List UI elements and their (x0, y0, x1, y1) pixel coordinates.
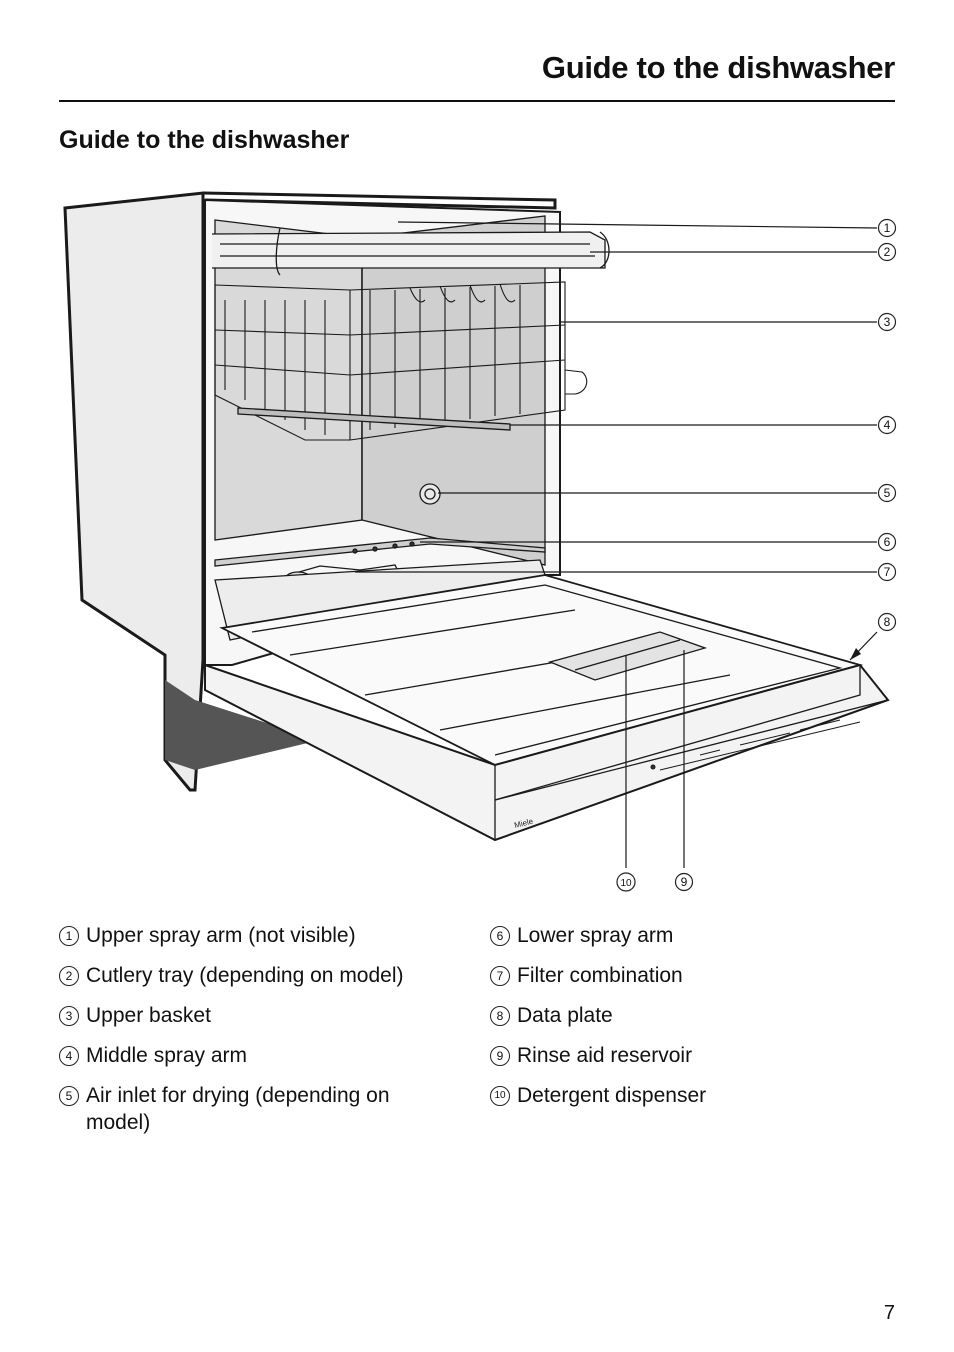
legend-item: 4 Middle spray arm (59, 1042, 459, 1069)
header-divider (59, 100, 895, 102)
callout-7: 7 (877, 562, 897, 582)
legend-number: 9 (490, 1046, 510, 1066)
svg-text:8: 8 (884, 615, 891, 629)
cabinet-base-shadow (165, 680, 320, 770)
callout-6: 6 (877, 532, 897, 552)
legend-text: Rinse aid reservoir (517, 1044, 693, 1067)
svg-text:9: 9 (681, 875, 688, 889)
legend-text: Data plate (517, 1004, 613, 1027)
page-number: 7 (883, 1302, 895, 1324)
legend-text: Filter combination (517, 964, 683, 987)
legend-number: 7 (490, 966, 510, 986)
cabinet-side-panel (63, 191, 205, 792)
legend-text: Upper spray arm (not visible) (86, 924, 356, 947)
legend-number: 1 (59, 926, 79, 946)
callout-leaders (355, 221, 878, 868)
legend-text: Air inlet for drying (depending on model… (86, 1084, 390, 1134)
legend-number: 10 (490, 1086, 510, 1106)
legend-item: 10 Detergent dispenser (490, 1082, 890, 1109)
legend-number: 3 (59, 1006, 79, 1026)
svg-text:7: 7 (884, 565, 891, 579)
legend-text: Lower spray arm (517, 924, 674, 947)
svg-text:4: 4 (884, 418, 891, 432)
legend-number: 2 (59, 966, 79, 986)
legend-item: 2 Cutlery tray (depending on model) (59, 962, 459, 989)
legend-number: 5 (59, 1086, 79, 1106)
legend-item: 7 Filter combination (490, 962, 890, 989)
air-inlet (419, 483, 441, 505)
svg-text:2: 2 (884, 245, 891, 259)
legend-item: 1 Upper spray arm (not visible) (59, 922, 459, 949)
callout-1: 1 (877, 218, 897, 238)
legend-item: 9 Rinse aid reservoir (490, 1042, 890, 1069)
svg-text:6: 6 (884, 535, 891, 549)
callout-9: 9 (674, 872, 694, 892)
legend-text: Middle spray arm (86, 1044, 248, 1067)
legend-left-column: 1 Upper spray arm (not visible) 2 Cutler… (59, 922, 459, 1149)
legend-text: Detergent dispenser (517, 1084, 707, 1107)
upper-basket (214, 281, 588, 441)
legend-item: 6 Lower spray arm (490, 922, 890, 949)
callout-10: 10 (616, 872, 636, 892)
legend-number: 6 (490, 926, 510, 946)
lower-spray-arm (214, 537, 546, 567)
cutlery-tray (211, 231, 606, 269)
svg-text:5: 5 (884, 486, 891, 500)
callout-5: 5 (877, 483, 897, 503)
callout-2: 2 (877, 242, 897, 262)
section-title: Guide to the dishwasher (59, 126, 350, 154)
legend-number: 4 (59, 1046, 79, 1066)
svg-text:1: 1 (884, 221, 891, 235)
svg-text:10: 10 (620, 878, 632, 889)
legend-item: 8 Data plate (490, 1002, 890, 1029)
dishwasher-illustration: Miele 1 2 3 4 5 6 7 8 10 9 (63, 191, 897, 892)
callout-4: 4 (877, 415, 897, 435)
control-panel (650, 719, 861, 771)
legend-number: 8 (490, 1006, 510, 1026)
callout-3: 3 (877, 312, 897, 332)
legend-right-column: 6 Lower spray arm 7 Filter combination 8… (490, 922, 890, 1122)
page-header-title: Guide to the dishwasher (541, 50, 895, 85)
callout-8: 8 (877, 612, 897, 632)
legend-text: Upper basket (86, 1004, 211, 1027)
svg-text:3: 3 (884, 315, 891, 329)
legend-item: 3 Upper basket (59, 1002, 459, 1029)
legend-text: Cutlery tray (depending on model) (86, 964, 404, 987)
legend-item: 5 Air inlet for drying (depending on mod… (59, 1082, 459, 1136)
middle-spray-arm (237, 407, 511, 431)
cabinet-top (202, 191, 557, 210)
